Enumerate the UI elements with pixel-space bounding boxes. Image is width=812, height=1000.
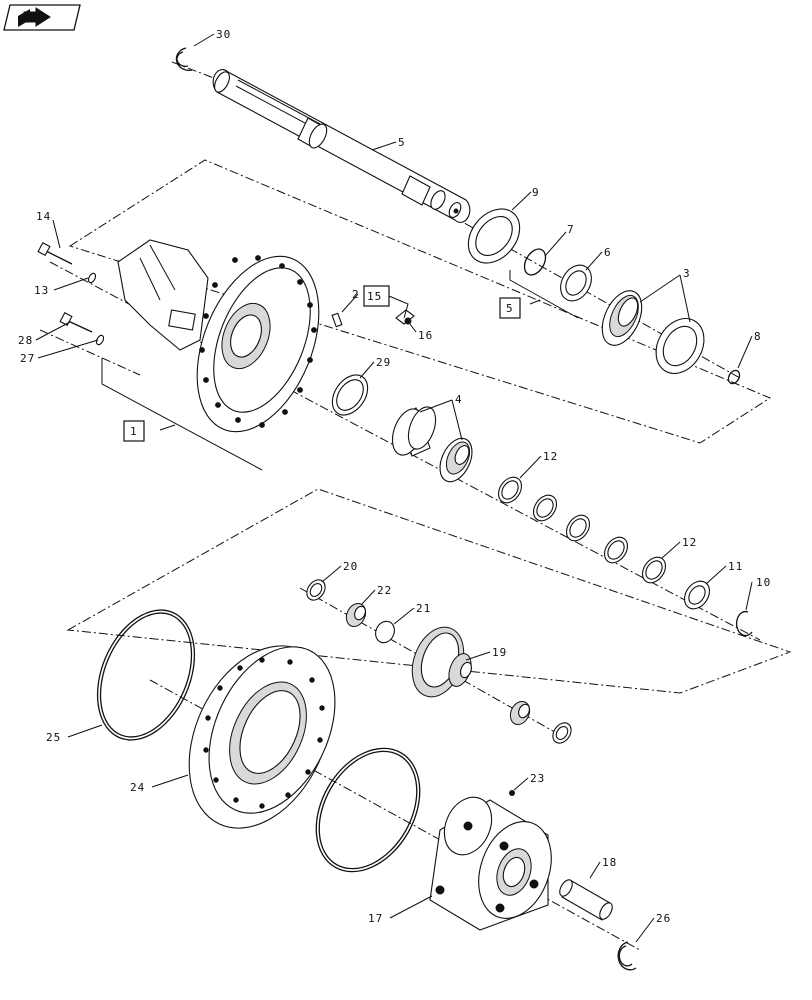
- seal-9: [467, 208, 521, 264]
- snap-ring-26: [617, 941, 637, 971]
- housing-1: [117, 239, 320, 433]
- o-ring-25: [96, 609, 196, 741]
- callout-2: 2: [352, 288, 360, 301]
- reference-15-text: 15: [367, 290, 382, 303]
- ring-20: [306, 579, 326, 601]
- gear-19: [411, 626, 472, 698]
- shaft-5: [212, 69, 471, 223]
- bearing-4: [391, 406, 473, 483]
- snap-ring-30: [175, 47, 193, 71]
- callout-8: 8: [754, 330, 762, 343]
- bolt-28: [59, 311, 93, 333]
- upper-assembly-outline: [68, 159, 772, 444]
- callout-10: 10: [756, 576, 771, 589]
- reference-box-15: 15: [363, 285, 409, 319]
- leader-lines: [35, 33, 753, 943]
- bearing-3: [601, 290, 705, 374]
- callout-11: 11: [728, 560, 743, 573]
- callout-12-upper: 12: [543, 450, 558, 463]
- callout-29: 29: [376, 356, 391, 369]
- callout-9: 9: [532, 186, 540, 199]
- fitting-16: [395, 309, 415, 325]
- callout-30: 30: [216, 28, 231, 41]
- callout-14: 14: [36, 210, 51, 223]
- washer-27: [95, 334, 105, 346]
- ring-7: [523, 248, 547, 276]
- ring-8: [727, 369, 741, 385]
- callout-22: 22: [377, 584, 392, 597]
- ring-gear-24: [188, 645, 336, 829]
- ring-11: [683, 580, 711, 610]
- page-forward-arrow-icon: [18, 7, 51, 27]
- washer-13: [87, 272, 97, 284]
- pin-2: [331, 312, 343, 328]
- callout-18: 18: [602, 856, 617, 869]
- callout-28: 28: [18, 334, 33, 347]
- callout-7: 7: [567, 223, 575, 236]
- callout-24: 24: [130, 781, 145, 794]
- callout-27: 27: [20, 352, 35, 365]
- callout-16: 16: [418, 329, 433, 342]
- group-bracket-5: [509, 270, 579, 319]
- callout-20: 20: [343, 560, 358, 573]
- reference-box-5: 5: [499, 297, 521, 319]
- callout-23: 23: [530, 772, 545, 785]
- reference-5-text: 5: [506, 302, 514, 315]
- washer: [552, 722, 572, 744]
- housing-bolt-holes: [199, 255, 317, 428]
- carrier-17: [429, 796, 552, 931]
- callout-3: 3: [683, 267, 691, 280]
- callout-12-lower: 12: [682, 536, 697, 549]
- callout-21: 21: [416, 602, 431, 615]
- callout-13: 13: [34, 284, 49, 297]
- pin-23: [509, 790, 515, 796]
- next-page-button[interactable]: [3, 4, 81, 31]
- snap-ring-10: [735, 610, 753, 637]
- ring-gear-bolt-holes: [203, 657, 325, 809]
- callout-25: 25: [46, 731, 61, 744]
- axis-lines: [39, 61, 761, 951]
- callout-5: 5: [398, 136, 406, 149]
- bolt-14: [37, 241, 73, 265]
- spacer-21: [375, 620, 395, 644]
- callout-19: 19: [492, 646, 507, 659]
- callout-26: 26: [656, 912, 671, 925]
- callout-labels: 30 5 9 7 6 3 8 2 16 14 13 28 27 29 4 12 …: [18, 28, 771, 925]
- callout-17: 17: [368, 912, 383, 925]
- pin-18: [559, 879, 613, 921]
- lower-assembly-outline: [66, 488, 792, 694]
- shim-series-12: [497, 476, 667, 584]
- reference-1-text: 1: [130, 425, 138, 438]
- group-bracket-1: [101, 358, 263, 471]
- spacer-6: [560, 264, 592, 302]
- o-ring-lower: [315, 747, 421, 873]
- reference-box-1: 1: [123, 420, 145, 442]
- callout-4: 4: [455, 393, 463, 406]
- ring-29: [331, 374, 369, 416]
- needle-bearing-22: [345, 602, 531, 726]
- callout-6: 6: [604, 246, 612, 259]
